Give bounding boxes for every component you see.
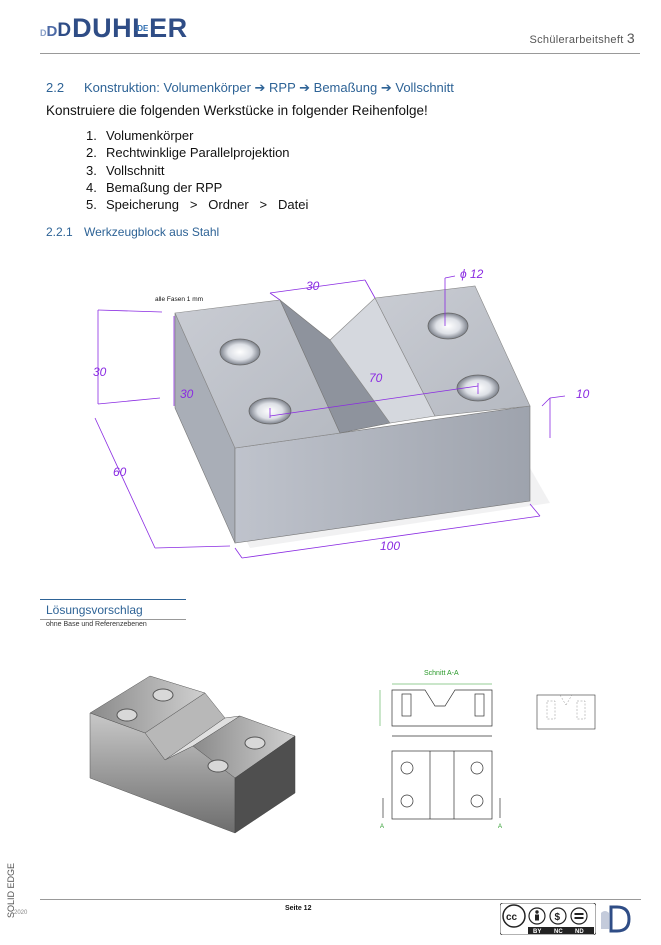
doc-title-number: 3 xyxy=(626,30,635,46)
subsection-heading: 2.2.1 Werkzeugblock aus Stahl xyxy=(46,225,219,239)
list-item-number: 2. xyxy=(86,145,97,161)
logo-main-text: DUHLER xyxy=(72,13,188,43)
list-item-number: 1. xyxy=(86,128,97,143)
tool-block-drawing: 30 ϕ 12 30 30 70 10 60 100 xyxy=(93,267,590,559)
logo-suffix: .DE xyxy=(135,24,149,33)
solid-edge-year: 2020 xyxy=(14,910,28,916)
list-item-number: 3. xyxy=(86,162,97,178)
steps-list: 1. Volumenkörper 2. Rechtwinklige Parallel… xyxy=(86,127,308,213)
chamfer-note: alle Fasen 1 mm xyxy=(155,296,204,303)
side-view-drawing xyxy=(536,694,596,730)
solid-edge-logo: SOLID EDGE xyxy=(6,863,16,918)
solution-3d-render xyxy=(89,675,296,834)
solid-edge-text: SOLID EDGE xyxy=(6,863,16,918)
section-heading: 2.2 Konstruktion: Volumenkörper ➔ RPP ➔ B… xyxy=(46,80,454,96)
header-divider xyxy=(40,53,640,54)
svg-text:$: $ xyxy=(555,912,561,923)
list-item-text: Speicherung > Ordner > Datei xyxy=(106,197,309,213)
cc-by-label: BY xyxy=(533,929,541,935)
subsection-title: Werkzeugblock aus Stahl xyxy=(84,225,220,239)
technical-drawing: A A xyxy=(379,683,502,830)
dim-top-width: 30 xyxy=(306,279,320,293)
solution-top-rule xyxy=(40,599,186,600)
section-title: Konstruktion: Volumenkörper ➔ RPP ➔ Bema… xyxy=(84,80,454,95)
list-item-text: Bemaßung der RPP xyxy=(106,179,223,195)
subsection-number: 2.2.1 xyxy=(46,225,73,239)
list-item-text: Rechtwinklige Parallelprojektion xyxy=(106,145,290,161)
dim-depth: 60 xyxy=(113,465,127,479)
dim-hole-diameter: ϕ 12 xyxy=(460,267,484,281)
cc-nd-label: ND xyxy=(575,929,584,935)
duhler-logo: DDD DUHLER xyxy=(40,8,188,42)
cut-marker-right: A xyxy=(498,824,502,830)
list-item: 2. Rechtwinklige Parallelprojektion xyxy=(86,144,308,161)
page-number: Seite 12 xyxy=(285,905,312,912)
list-item: 3. Vollschnitt xyxy=(86,162,308,179)
cc-nc-icon: $ xyxy=(549,907,567,925)
dim-height: 30 xyxy=(93,365,107,379)
svg-text:cc: cc xyxy=(506,912,518,923)
dim-edge: 10 xyxy=(576,387,590,401)
doc-title-text: Schülerarbeitsheft xyxy=(529,34,624,46)
list-item: 1. Volumenkörper xyxy=(86,127,308,144)
logo-prefix: DDD xyxy=(40,20,72,41)
cc-by-icon xyxy=(528,907,546,925)
solution-bottom-rule xyxy=(40,619,186,620)
solution-heading: Lösungsvorschlag xyxy=(46,603,143,617)
dim-length: 100 xyxy=(380,539,400,553)
cc-nc-label: NC xyxy=(554,929,563,935)
dim-inner-depth: 30 xyxy=(180,387,194,401)
list-item: 5. Speicherung > Ordner > Datei xyxy=(86,196,308,213)
section-view-label: Schnitt A-A xyxy=(424,670,459,677)
cc-nd-icon xyxy=(570,907,588,925)
cut-marker-left: A xyxy=(380,824,384,830)
duhler-footer-logo xyxy=(601,905,631,933)
dim-hole-spacing: 70 xyxy=(369,371,383,385)
intro-text: Konstruiere die folgenden Werkstücke in … xyxy=(46,103,428,118)
solution-subtitle: ohne Base und Referenzebenen xyxy=(46,621,147,628)
creative-commons-badge: cc $ BY NC ND xyxy=(500,903,596,935)
doc-title: Schülerarbeitsheft 3 xyxy=(529,30,635,46)
list-item-number: 5. xyxy=(86,197,97,213)
list-item: 4. Bemaßung der RPP xyxy=(86,179,308,196)
list-item-text: Volumenkörper xyxy=(106,128,194,143)
footer-divider xyxy=(40,899,641,900)
list-item-number: 4. xyxy=(86,179,97,195)
list-item-text: Vollschnitt xyxy=(106,162,165,178)
section-number: 2.2 xyxy=(46,80,65,95)
